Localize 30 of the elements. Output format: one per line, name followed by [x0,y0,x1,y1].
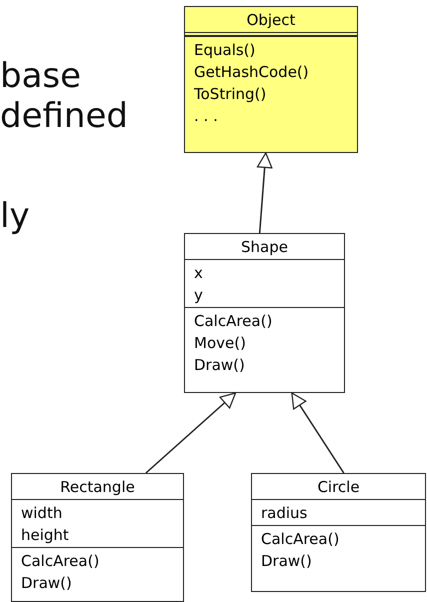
method: Move() [194,333,247,354]
class-name: Circle [317,477,360,498]
attribute: width [21,503,64,524]
slide-text: defined [0,96,128,136]
attribute: radius [261,503,308,524]
class-box [184,233,345,393]
class-name: Shape [241,237,288,258]
method: Draw() [21,573,73,594]
inheritance-arrow [256,152,272,234]
method: CalcArea() [194,311,274,332]
slide-text: ly [0,196,30,236]
method: Draw() [261,551,313,572]
method: CalcArea() [261,529,340,550]
method: CalcArea() [21,551,100,572]
class-box [251,473,426,592]
method: Draw() [194,355,246,376]
slide-text: base [0,56,82,96]
method: ToString() [194,84,268,105]
inheritance-arrow [291,392,344,474]
class-box [11,473,184,602]
attribute: y [194,285,204,306]
method: GetHashCode() [194,62,310,83]
inheritance-arrow [145,392,236,474]
class-box [184,6,358,153]
class-name: Rectangle [60,477,135,498]
attribute: height [21,525,70,546]
method: . . . [194,106,219,127]
class-name: Object [246,10,296,31]
method: Equals() [194,40,256,61]
attribute: x [194,263,204,284]
